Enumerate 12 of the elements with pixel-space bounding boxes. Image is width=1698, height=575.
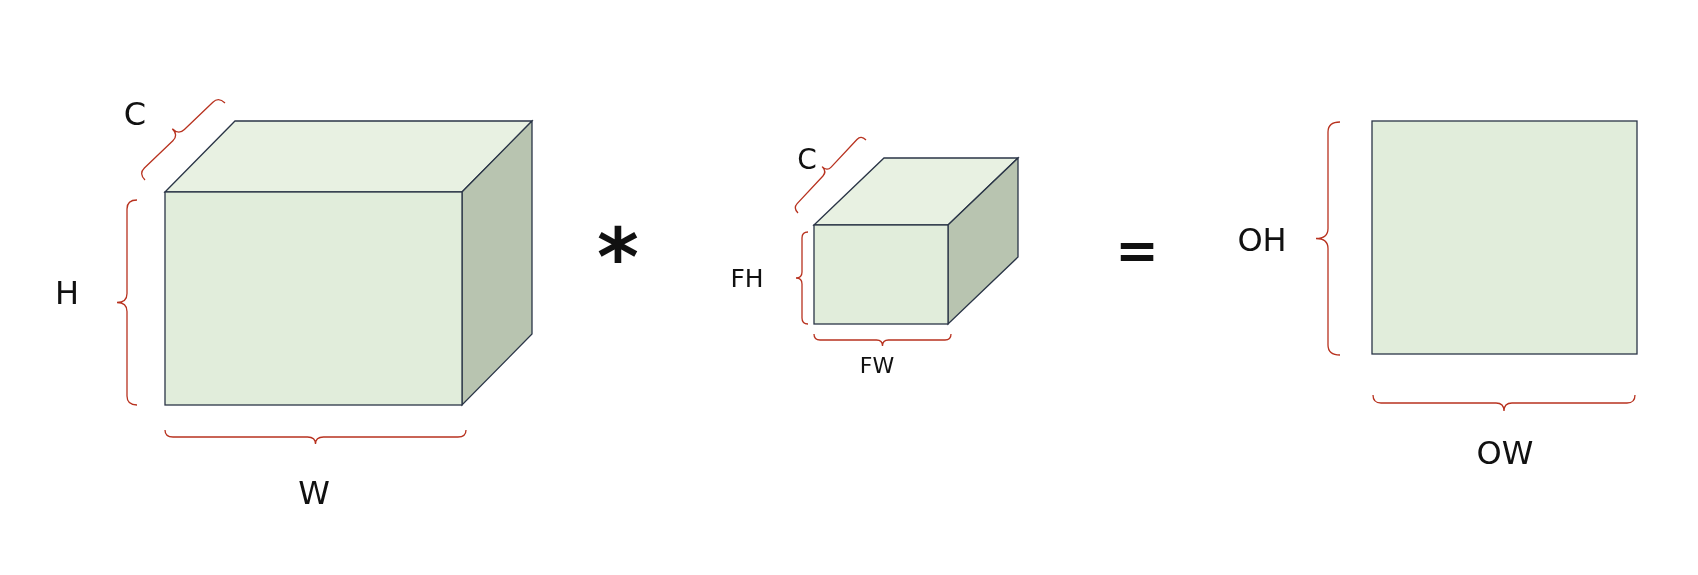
operator-symbol: * (597, 218, 639, 298)
dimension-label: FH (730, 265, 764, 291)
dimension-label: W (298, 477, 330, 509)
cuboid-drawing (164, 120, 533, 406)
square-drawing (1371, 120, 1638, 355)
dimension-label: FW (859, 355, 895, 377)
dimension-label: C (123, 98, 147, 130)
dimension-label: C (797, 146, 817, 174)
dimension-label: H (54, 277, 80, 309)
dimension-label: OH (1237, 224, 1287, 256)
operator-symbol: = (1115, 224, 1159, 276)
dimension-label: OW (1476, 437, 1534, 469)
